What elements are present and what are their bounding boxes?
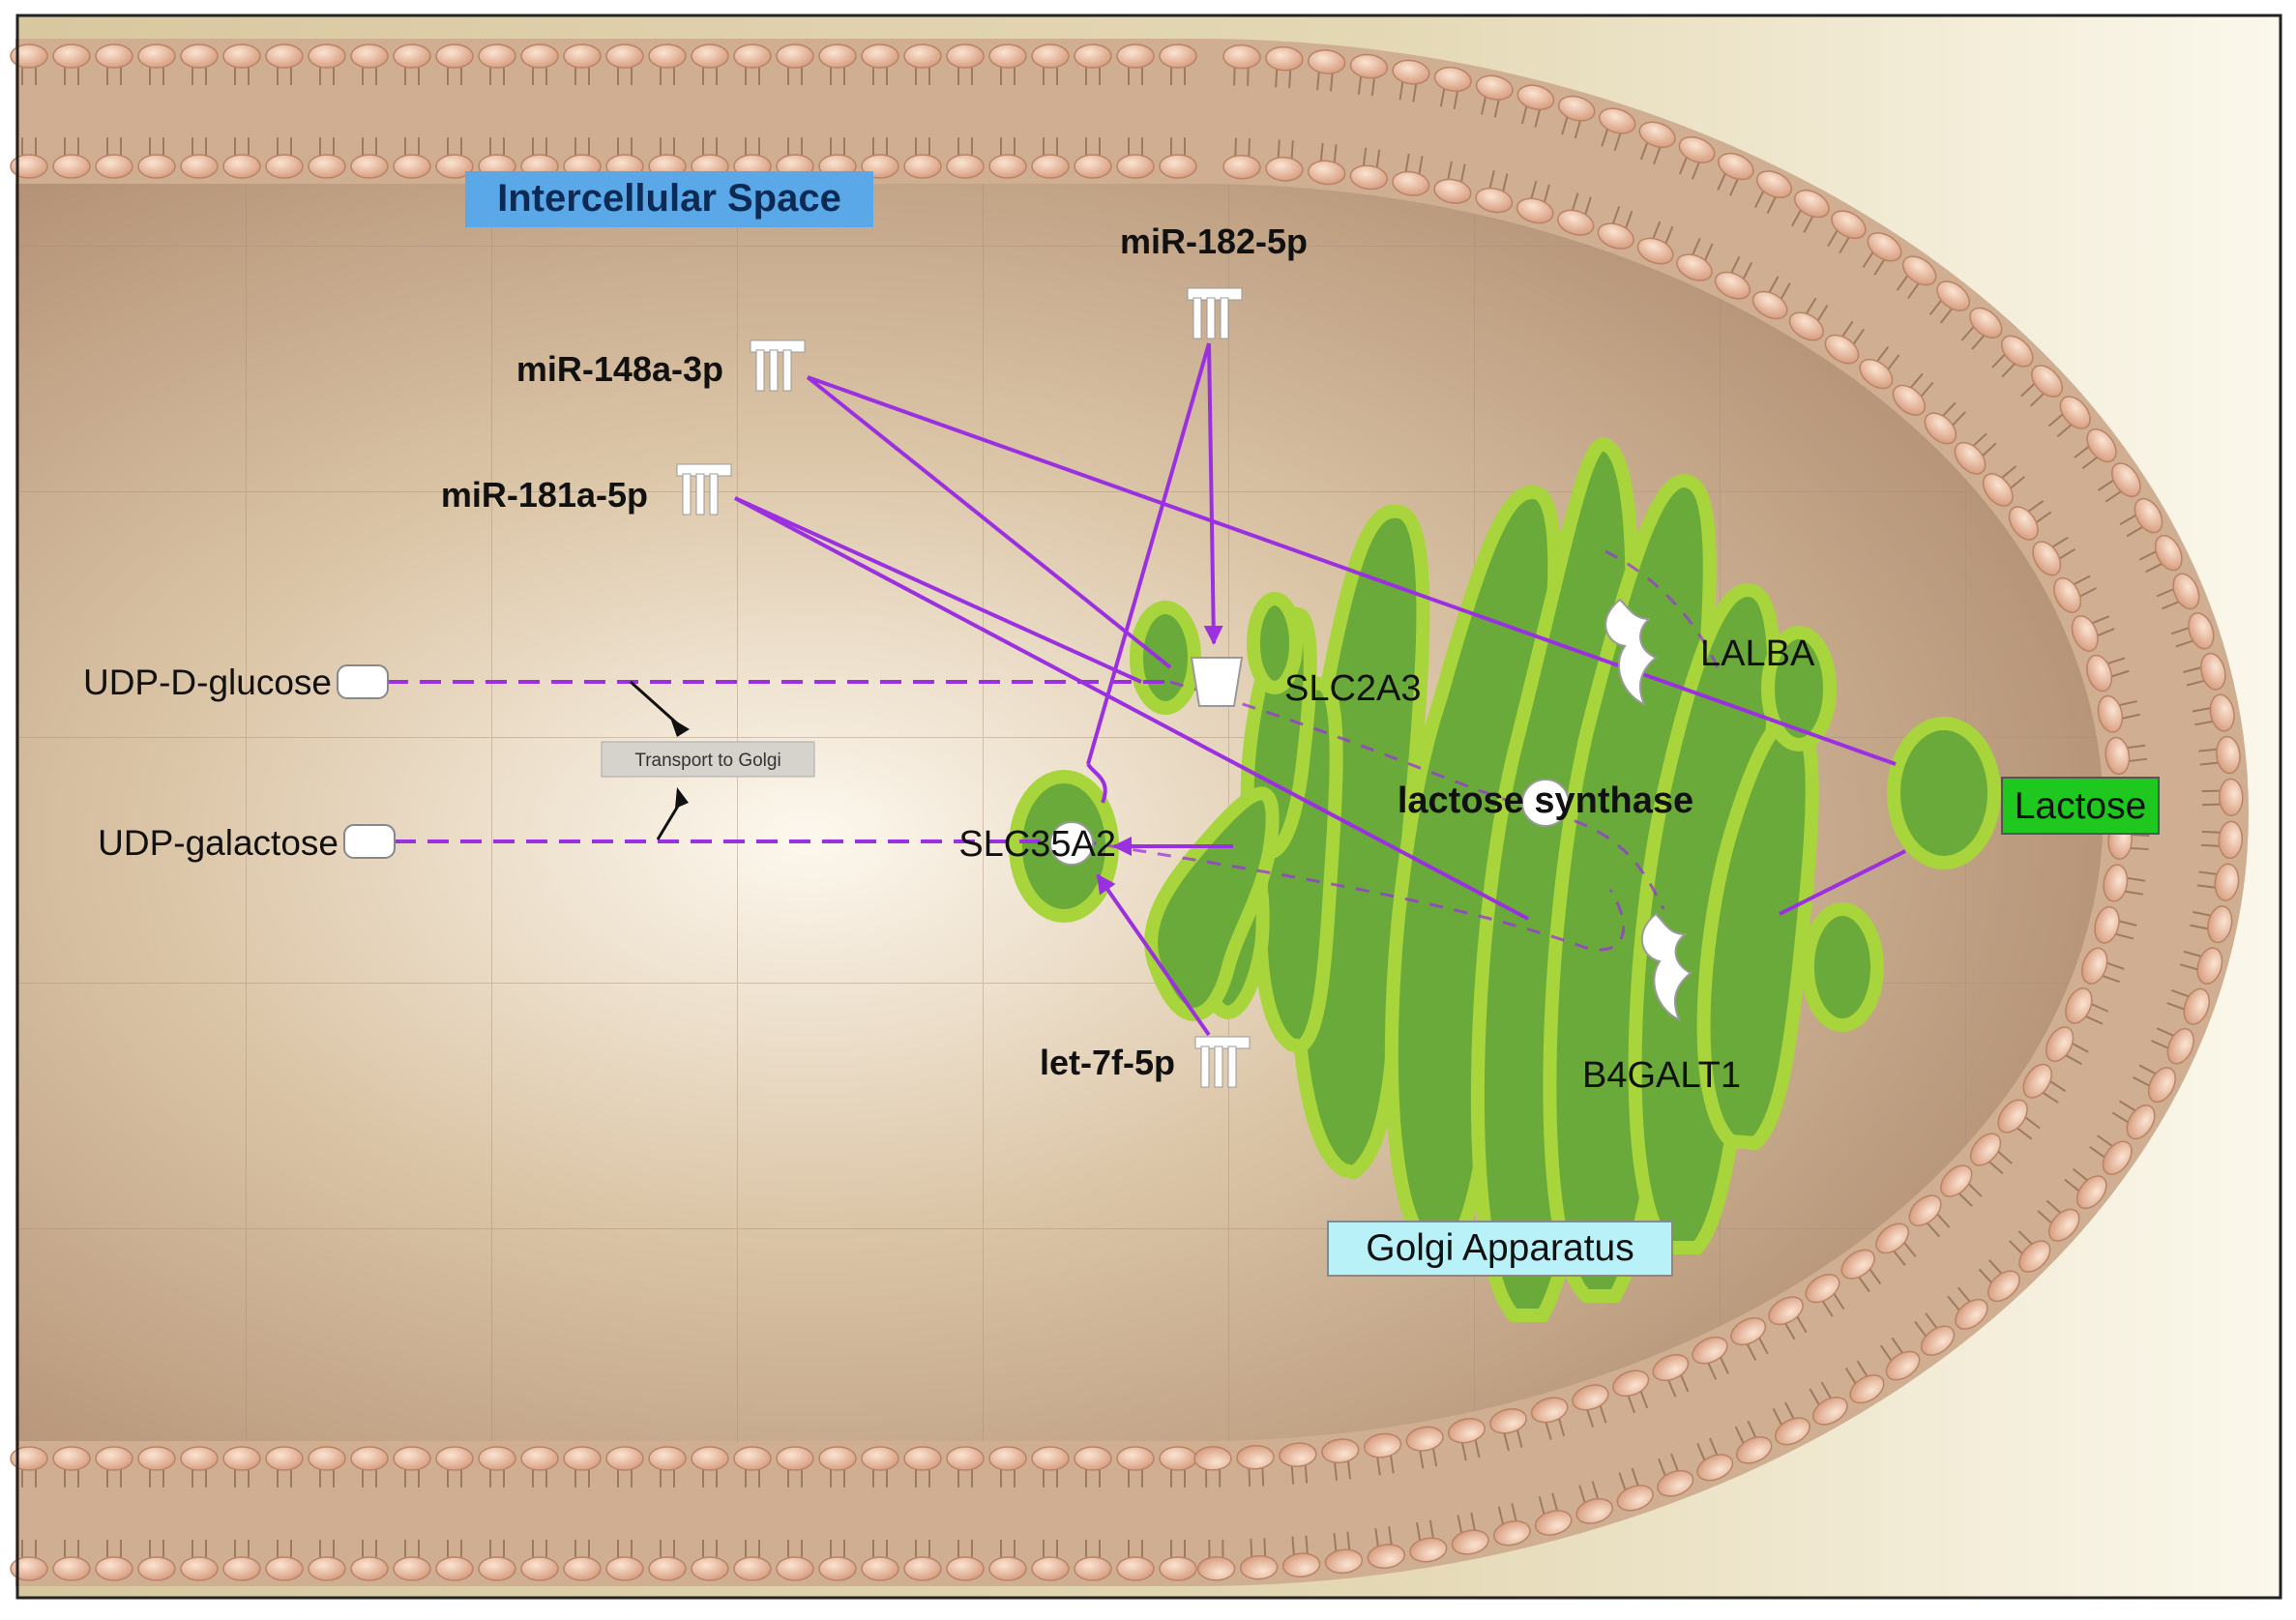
lactose-synthase-label: lactose synthase [1398, 781, 1693, 821]
label-golgi-apparatus: Golgi Apparatus [1328, 1222, 1672, 1276]
udp-d-glucose-label: UDP-D-glucose [83, 663, 332, 702]
metabolite-node-icon [344, 825, 395, 858]
label-intercellular-space: Intercellular Space [465, 171, 873, 227]
lalba-label: LALBA [1700, 633, 1815, 674]
let-7f-5p-label: let-7f-5p [1040, 1043, 1175, 1082]
lactose-label: Lactose [2015, 785, 2147, 827]
metabolite-udp-d-glucose[interactable]: UDP-D-glucose [83, 663, 388, 702]
gene-slc35a2[interactable]: SLC35A2 [958, 822, 1116, 865]
mir-182-5p-label: miR-182-5p [1120, 221, 1308, 261]
golgi-apparatus-label: Golgi Apparatus [1366, 1227, 1634, 1269]
udp-galactose-label: UDP-galactose [98, 823, 339, 863]
mirna-let-7f-5p[interactable]: let-7f-5p [1040, 1037, 1250, 1087]
slc2a3-label: SLC2A3 [1284, 668, 1422, 709]
mir-148a-3p-label: miR-148a-3p [516, 349, 723, 389]
transport-to-golgi-label: Transport to Golgi [634, 751, 780, 771]
b4galt1-label: B4GALT1 [1582, 1055, 1741, 1096]
intercellular-space-label: Intercellular Space [497, 177, 841, 220]
transport-to-golgi-node[interactable]: Transport to Golgi [602, 742, 814, 777]
complex-lactose-synthase[interactable]: lactose synthase [1398, 780, 1693, 826]
metabolite-node-icon [338, 665, 388, 698]
label-lactose[interactable]: Lactose [2002, 778, 2159, 834]
slc35a2-label: SLC35A2 [958, 824, 1116, 865]
transporter-icon [1192, 658, 1242, 706]
metabolite-udp-galactose[interactable]: UDP-galactose [98, 823, 395, 863]
mir-181a-5p-label: miR-181a-5p [441, 475, 648, 515]
